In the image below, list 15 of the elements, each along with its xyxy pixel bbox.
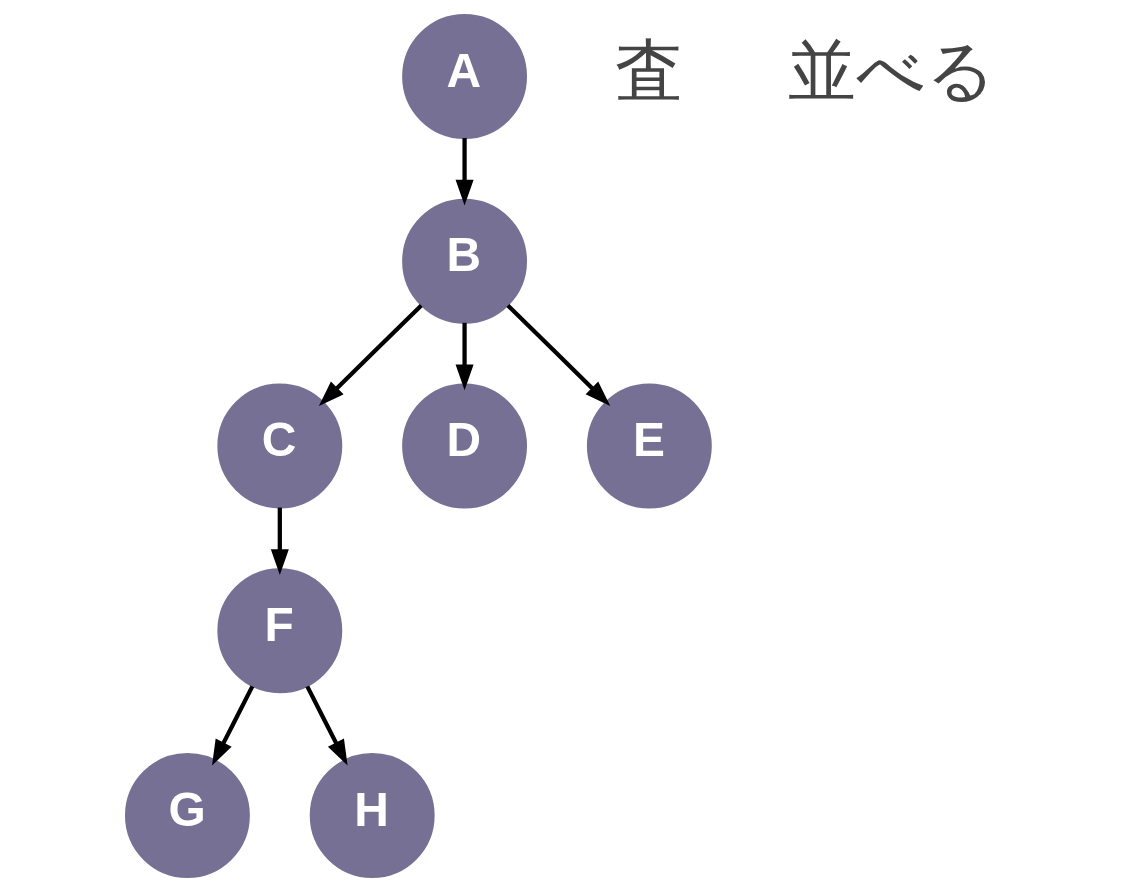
arrow bbox=[455, 322, 474, 391]
arrow bbox=[270, 507, 289, 576]
arrow bbox=[506, 303, 611, 406]
arrow bbox=[455, 138, 474, 206]
node-circle: G bbox=[125, 753, 250, 878]
arrow bbox=[318, 303, 423, 406]
node-circle: H bbox=[309, 753, 435, 878]
node-circle: A bbox=[402, 14, 527, 139]
label: 査 bbox=[615, 31, 684, 109]
arrow bbox=[212, 685, 255, 766]
arrow bbox=[305, 685, 348, 766]
label: 並べる bbox=[788, 31, 997, 109]
node-circle: F bbox=[217, 568, 343, 694]
node-circle: B bbox=[402, 198, 527, 324]
node-circle: D bbox=[402, 383, 527, 509]
